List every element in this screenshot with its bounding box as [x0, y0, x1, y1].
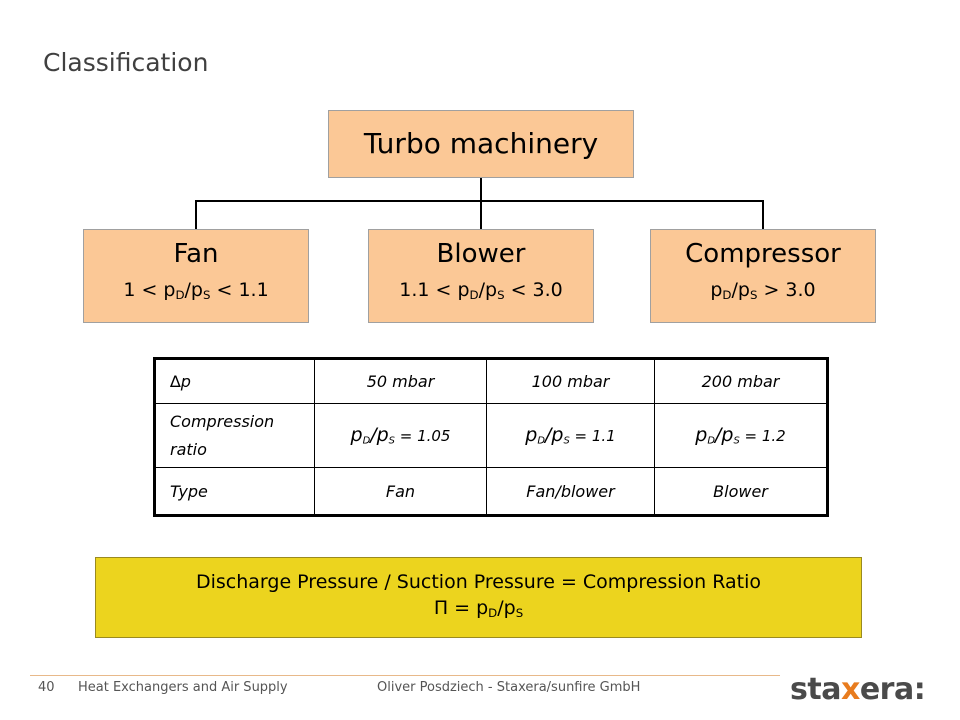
table-header-row: ∆p 50 mbar 100 mbar 200 mbar — [154, 358, 828, 404]
compressor-box: Compressor pD/pS > 3.0 — [650, 229, 876, 323]
footer-author: Oliver Posdziech - Staxera/sunfire GmbH — [377, 680, 641, 695]
cell-ratio-100: pD/pS = 1.1 — [486, 403, 655, 468]
table-row: Compression ratio pD/pS = 1.05 pD/pS = 1… — [154, 403, 828, 468]
connector-vertical-compressor — [762, 200, 764, 229]
cell-ratio-50: pD/pS = 1.05 — [314, 403, 487, 468]
connector-horizontal — [195, 200, 764, 202]
formula-box: Discharge Pressure / Suction Pressure = … — [95, 557, 862, 638]
footer-divider — [30, 675, 780, 676]
footer-course: Heat Exchangers and Air Supply — [78, 680, 288, 695]
cell-ratio-200: pD/pS = 1.2 — [654, 403, 828, 468]
header-200mbar: 200 mbar — [654, 358, 828, 404]
staxera-logo: staxera: — [790, 672, 926, 707]
connector-vertical-fan — [195, 200, 197, 229]
connector-vertical-blower — [480, 200, 482, 229]
blower-range: 1.1 < pD/pS < 3.0 — [399, 279, 563, 302]
pressure-table: ∆p 50 mbar 100 mbar 200 mbar Compression… — [153, 357, 829, 517]
blower-box: Blower 1.1 < pD/pS < 3.0 — [368, 229, 594, 323]
cell-type-100: Fan/blower — [486, 467, 655, 516]
fan-range: 1 < pD/pS < 1.1 — [123, 279, 269, 302]
compressor-label: Compressor — [685, 239, 841, 269]
header-100mbar: 100 mbar — [486, 358, 655, 404]
connector-vertical-root — [480, 178, 482, 202]
row-label-type: Type — [154, 467, 315, 516]
page-number: 40 — [38, 680, 55, 695]
compressor-range: pD/pS > 3.0 — [710, 279, 816, 302]
cell-type-50: Fan — [314, 467, 487, 516]
cell-type-200: Blower — [654, 467, 828, 516]
row-label-compression: Compression ratio — [154, 403, 315, 468]
root-box: Turbo machinery — [328, 110, 634, 178]
page-title: Classification — [43, 48, 209, 77]
fan-box: Fan 1 < pD/pS < 1.1 — [83, 229, 309, 323]
header-50mbar: 50 mbar — [314, 358, 487, 404]
table-row: Type Fan Fan/blower Blower — [154, 467, 828, 516]
formula-line1: Discharge Pressure / Suction Pressure = … — [195, 571, 762, 593]
root-label: Turbo machinery — [363, 127, 599, 160]
pi-symbol: Π — [433, 597, 449, 619]
fan-label: Fan — [173, 239, 219, 269]
formula-line2: Π = pD/pS — [433, 597, 524, 620]
header-delta-p: ∆p — [154, 358, 315, 404]
blower-label: Blower — [436, 239, 526, 269]
